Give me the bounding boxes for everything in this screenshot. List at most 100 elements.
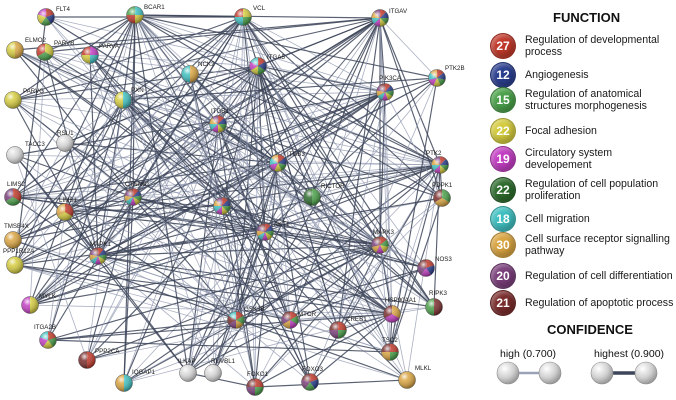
interaction-edge	[257, 65, 279, 164]
interaction-edge	[254, 197, 443, 388]
interaction-edge	[134, 14, 381, 246]
interaction-edge	[257, 65, 391, 353]
network-node-lims1[interactable]: LIMS1	[56, 197, 77, 221]
network-node-mylk[interactable]: MYLK	[21, 293, 57, 314]
interaction-edge	[134, 14, 386, 93]
interaction-edge	[309, 313, 393, 383]
interaction-edge	[14, 49, 427, 269]
interaction-edge	[14, 264, 408, 381]
network-node-itgb3[interactable]: ITGB3	[269, 151, 306, 172]
node-label: MYLK	[39, 293, 57, 300]
network-node-mapk3[interactable]: MAPK3	[371, 229, 395, 254]
confidence-highest-label: highest (0.900)	[594, 348, 665, 360]
network-node-creb1[interactable]: CREB1	[329, 316, 368, 339]
interaction-edge	[29, 16, 244, 306]
network-node-hsp90aa1[interactable]: HSP90AA1	[383, 297, 417, 323]
node-label: NCK2	[198, 61, 215, 68]
network-node-akt1[interactable]: AKT1	[256, 221, 291, 241]
network-node-gsk3b[interactable]: GSK3B	[227, 306, 265, 329]
node-label: MAPK3	[373, 229, 395, 236]
network-node-foxo3[interactable]: FOXO3	[301, 366, 324, 391]
interaction-edge	[277, 162, 435, 308]
interaction-edge	[134, 14, 237, 321]
node-label: TMSB4X	[4, 223, 29, 230]
network-node-iqgap1[interactable]: IQGAP1	[115, 369, 156, 392]
network-node-ppp2ca[interactable]: PPP2CA	[78, 348, 121, 369]
network-node-foxo1[interactable]: FOXO1	[246, 371, 269, 396]
interaction-edge	[235, 17, 381, 321]
interaction-edge	[44, 51, 99, 257]
network-node-rsu1[interactable]: RSU1	[56, 130, 75, 152]
network-node-hub[interactable]	[213, 197, 231, 215]
network-node-ctnnb1[interactable]: CTNNB1	[124, 181, 151, 206]
network-node-itga2b[interactable]: ITGA2B	[34, 324, 57, 349]
network-node-mtor[interactable]: MTOR	[281, 311, 317, 329]
network-node-ptk2b[interactable]: PTK2B	[428, 65, 465, 87]
network-node-parvg[interactable]: PARVG	[4, 88, 45, 109]
interaction-edge	[235, 162, 279, 321]
network-node-itgav[interactable]: ITGAV	[371, 8, 408, 27]
interaction-edge	[12, 99, 99, 257]
interaction-edge	[86, 162, 279, 361]
network-node-parvb[interactable]: PARVB	[36, 40, 75, 61]
node-label: PTK2B	[445, 65, 465, 72]
network-node-pik3ca[interactable]: PIK3CA	[376, 75, 402, 101]
function-label: Cell migration	[525, 212, 590, 225]
network-node-pxn[interactable]: PXN	[114, 87, 144, 109]
network-node-flt4[interactable]: FLT4	[37, 6, 71, 26]
node-label: VCL	[253, 5, 266, 12]
network-node-mlkl[interactable]: MLKL	[398, 365, 432, 389]
interaction-edge	[14, 16, 244, 266]
network-node-vcl[interactable]: VCL	[234, 5, 266, 26]
interaction-edge	[379, 17, 441, 166]
interaction-edge	[122, 65, 259, 101]
node-label: ITGA2B	[34, 324, 56, 331]
node-label: RUVBL1	[211, 358, 236, 365]
interaction-edge	[12, 239, 408, 381]
node-label: IQGAP1	[132, 369, 156, 376]
node-label: MAPK1	[90, 241, 112, 248]
network-node-mapk1[interactable]: MAPK1	[89, 241, 112, 265]
network-node-nck2[interactable]: NCK2	[181, 61, 216, 83]
network-node-ruvbl1[interactable]: RUVBL1	[204, 358, 236, 382]
interaction-edge	[132, 16, 244, 198]
network-node-itgb1[interactable]: ITGB1	[209, 108, 230, 133]
network-node-rictor[interactable]: RICTOR	[303, 183, 346, 206]
interaction-edge	[189, 73, 393, 315]
network-node-lims2[interactable]: LIMS2	[4, 181, 26, 206]
network-node-ripk3[interactable]: RIPK3	[425, 290, 448, 316]
interaction-edge	[242, 16, 393, 315]
node-label: PTK2	[426, 150, 442, 157]
network-node-pdpk1[interactable]: PDPK1	[432, 182, 453, 207]
network-node-ptk2[interactable]: PTK2	[426, 150, 449, 174]
interaction-edge	[277, 162, 441, 166]
network-node-tsc2[interactable]: TSC2	[381, 337, 399, 361]
network-node-ppp1r12a[interactable]: PPP1R12A	[3, 248, 35, 274]
interaction-edge	[391, 164, 441, 315]
interaction-edge	[235, 267, 427, 321]
network-node-parva[interactable]: PARVA	[81, 43, 120, 64]
confidence-legend-title: CONFIDENCE	[547, 322, 633, 337]
network-node-elmo2[interactable]: ELMO2	[6, 37, 47, 59]
network-node-ilkap[interactable]: ILKAP	[178, 358, 197, 382]
network-node-itga5[interactable]: ITGA5	[249, 54, 285, 75]
interaction-edge	[86, 196, 134, 361]
interaction-edge	[221, 205, 256, 388]
interaction-edge	[14, 154, 237, 321]
interaction-edge	[264, 17, 381, 233]
interaction-edge	[217, 123, 381, 246]
interaction-edge	[44, 51, 134, 198]
network-node-tacc3[interactable]: TACC3	[6, 141, 46, 164]
interaction-edge	[64, 99, 124, 144]
interaction-edge	[221, 205, 339, 331]
interaction-edge	[242, 16, 408, 381]
network-node-bcar1[interactable]: BCAR1	[126, 4, 166, 24]
network-node-tmsb4x[interactable]: TMSB4X	[4, 223, 29, 249]
network-node-nos3[interactable]: NOS3	[417, 256, 453, 277]
interaction-edge	[123, 319, 237, 384]
interaction-edge	[12, 14, 136, 101]
